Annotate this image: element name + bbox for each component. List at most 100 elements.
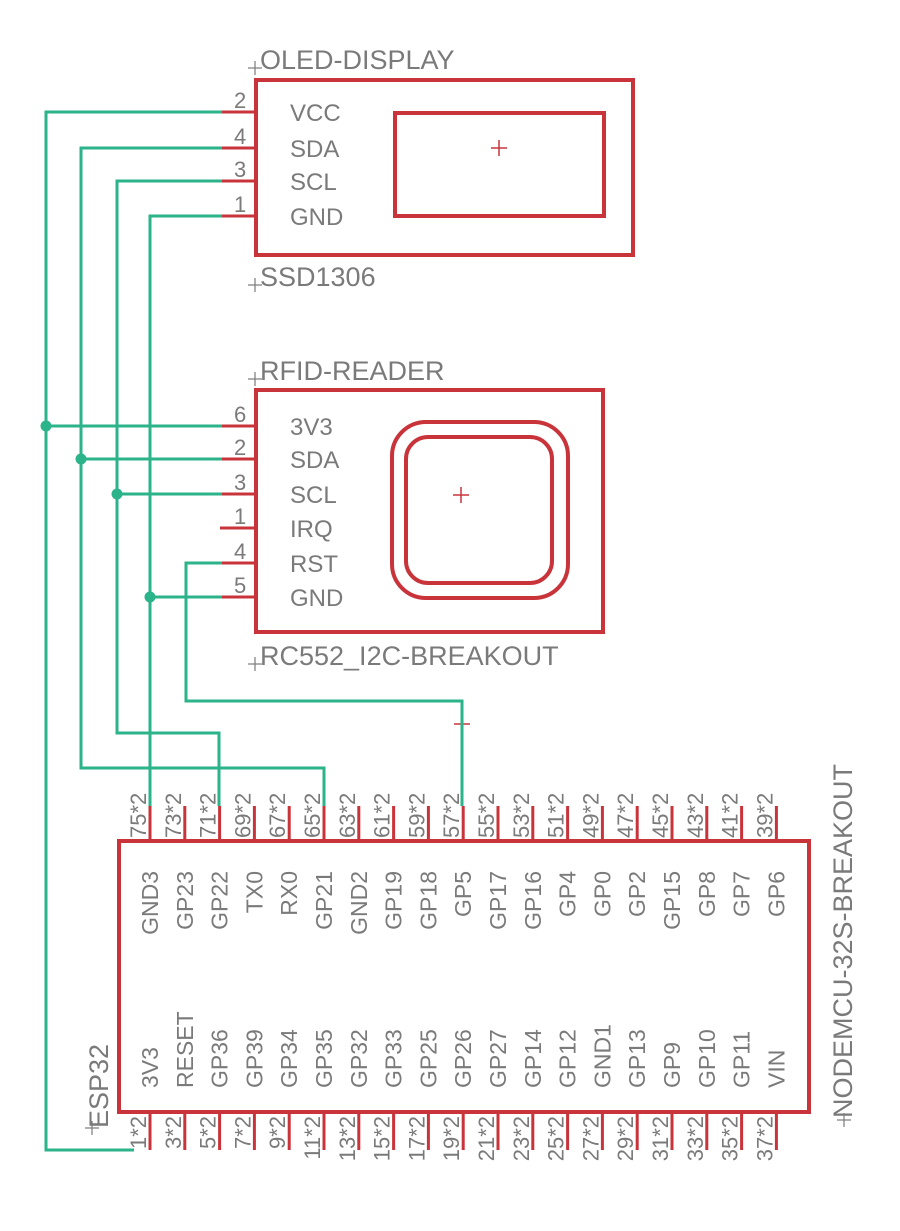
wire-rst[interactable] [184, 561, 464, 806]
esp32-top-pin-number: 51*2 [544, 793, 569, 838]
esp32-top-pin-label: GND3 [137, 871, 163, 935]
esp32-bottom-pin-label: RESET [172, 1011, 198, 1088]
esp32-top-pin-number: 71*2 [196, 793, 221, 838]
rfid-pin-label: RST [290, 551, 338, 578]
esp32-top-pin-number: 43*2 [683, 793, 708, 838]
esp32-top-pin-number: 55*2 [474, 793, 499, 838]
esp32-bottom-pin-number: 1*2 [126, 1116, 151, 1149]
esp32-bottom-pin-number: 13*2 [335, 1116, 360, 1161]
esp32-top-pin-label: GP4 [555, 871, 581, 917]
oled-pin-label: SDA [290, 136, 339, 163]
esp32-top-pin-label: GP16 [520, 871, 546, 930]
oled-name: OLED-DISPLAY [260, 45, 455, 75]
oled-pin-label: VCC [290, 100, 341, 127]
oled-pin-label: GND [290, 204, 343, 231]
esp32-top-pin-number: 47*2 [613, 793, 638, 838]
esp32-bottom-pin-number: 3*2 [161, 1116, 186, 1149]
esp32-value: NODEMCU-32S-BREAKOUT [828, 764, 858, 1118]
esp32-top-pin-label: GP22 [207, 871, 233, 930]
esp32-top-pin-number: 49*2 [578, 793, 603, 838]
esp32-top-pin-number: 59*2 [404, 793, 429, 838]
rfid-pin-label: SDA [290, 447, 339, 474]
oled-body [254, 78, 635, 257]
esp32-top-pin-label: RX0 [276, 871, 302, 916]
esp32-name: ESP32 [84, 1044, 114, 1128]
esp32-top-pin-number: 73*2 [161, 793, 186, 838]
esp32-bottom-pin-number: 9*2 [265, 1116, 290, 1149]
esp32-bottom-pin-label: GP14 [520, 1029, 546, 1088]
esp32-bottom-pin-label: GND1 [589, 1024, 615, 1088]
wire-sda[interactable] [79, 146, 326, 806]
esp32-top-pin-label: GP0 [589, 871, 615, 917]
esp32-top-pin-label: GP19 [381, 871, 407, 930]
wires [40, 110, 464, 1152]
esp32-bottom-pin-number: 35*2 [718, 1116, 743, 1161]
wire-scl[interactable] [115, 179, 222, 806]
esp32-bottom-pin-label: GP26 [450, 1029, 476, 1088]
esp32-top-pin-number: 53*2 [509, 793, 534, 838]
oled-pin-number: 3 [234, 157, 246, 182]
esp32-bottom-pin-label: GP9 [659, 1042, 685, 1088]
esp32-bottom-pin-label: GP32 [346, 1029, 372, 1088]
rfid-pin-number: 4 [234, 539, 246, 564]
esp32-bottom-pin-number: 7*2 [230, 1116, 255, 1149]
esp32-bottom-pin-label: 3V3 [137, 1047, 163, 1088]
rfid-body [254, 388, 605, 634]
esp32-top-pin-label: GP23 [172, 871, 198, 930]
esp32-bottom-pin-number: 23*2 [509, 1116, 534, 1161]
esp32-bottom-pin-number: 25*2 [544, 1116, 569, 1161]
oled-screen [393, 111, 606, 218]
rfid-pin-number: 2 [234, 435, 246, 460]
junction-dot [40, 420, 52, 432]
esp32-top-pin-number: 41*2 [718, 793, 743, 838]
esp32-bottom-pin-number: 11*2 [300, 1116, 325, 1160]
esp32-top-pin-label: GP8 [694, 871, 720, 917]
junction-dot [75, 453, 87, 465]
esp32-bottom-pin-label: GP34 [276, 1029, 302, 1088]
rfid-pin-label: GND [290, 585, 343, 612]
esp32-top-pin-label: GND2 [346, 871, 372, 935]
rfid-pin-number: 5 [234, 573, 246, 598]
esp32-bottom-pin-label: GP33 [381, 1029, 407, 1088]
wire-gnd[interactable] [148, 214, 222, 806]
esp32-top-pin-number: 65*2 [300, 793, 325, 838]
esp32-bottom-pin-label: GP25 [415, 1029, 441, 1088]
esp32-bottom-pin-number: 33*2 [683, 1116, 708, 1161]
rfid-pin-label: SCL [290, 482, 337, 509]
esp32-bottom-pin-label: GP11 [729, 1031, 755, 1088]
esp32-bottom-pin-label: GP36 [207, 1029, 233, 1088]
rfid-antenna-inner [404, 435, 554, 585]
junction-dot [144, 591, 156, 603]
esp32-bottom-pin-number: 17*2 [404, 1116, 429, 1161]
esp32-top-pin-label: GP21 [311, 871, 337, 930]
esp32-bottom-pin-number: 5*2 [196, 1116, 221, 1149]
esp32-top-pin-label: GP17 [485, 871, 511, 930]
esp32-bottom-pin-number: 37*2 [752, 1116, 777, 1161]
wire-vcc-3v3[interactable] [44, 110, 222, 1152]
rfid-name: RFID-READER [260, 356, 445, 386]
esp32-bottom-pin-label: GP12 [555, 1029, 581, 1088]
rfid-value: RC552_I2C-BREAKOUT [260, 641, 559, 671]
esp32-bottom-pin-label: GP13 [624, 1029, 650, 1088]
rfid-antenna-outer [390, 420, 570, 600]
rfid-pin-label: 3V3 [290, 414, 333, 441]
esp32-bottom-pin-number: 27*2 [578, 1116, 603, 1161]
esp32-bottom-pin-label: GP35 [311, 1029, 337, 1088]
esp32-top-pin-label: GP2 [624, 871, 650, 917]
esp32-top-pin-label: TX0 [241, 871, 267, 913]
esp32-top-pin-number: 69*2 [230, 793, 255, 838]
esp32-bottom-pin-label: VIN [763, 1050, 789, 1088]
esp32-bottom-pin-number: 19*2 [439, 1116, 464, 1161]
oled-pin-label: SCL [290, 169, 337, 196]
esp32-top-pin-label: GP15 [659, 871, 685, 930]
oled-pin-number: 4 [234, 124, 246, 149]
esp32-bottom-pin-number: 31*2 [648, 1116, 673, 1161]
esp32-top-pin-label: GP5 [450, 871, 476, 917]
esp32-top-pin-number: 75*2 [126, 793, 151, 838]
esp32-top-pin-number: 57*2 [439, 793, 464, 838]
